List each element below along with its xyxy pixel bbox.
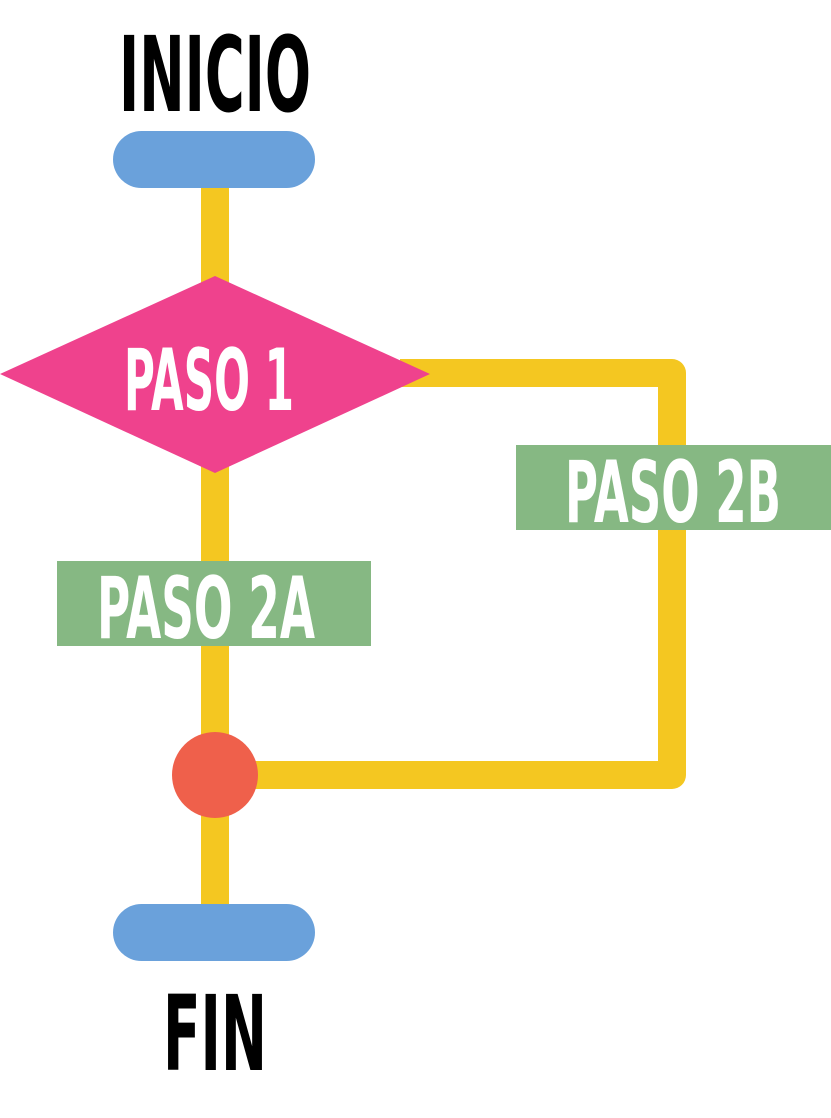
end-label: FIN <box>163 973 267 1095</box>
start-terminal <box>113 131 315 188</box>
start-label: INICIO <box>119 14 311 136</box>
step-2b-box <box>516 445 831 530</box>
connector-branch-b-loop <box>230 359 686 789</box>
decision-label: PASO 1 <box>124 331 294 431</box>
end-terminal <box>113 904 315 961</box>
step-2a-box <box>57 561 371 646</box>
step-2a-label: PASO 2A <box>97 559 315 659</box>
step-2b-label: PASO 2B <box>565 443 781 543</box>
junction-node <box>172 732 258 818</box>
decision-diamond <box>0 276 430 473</box>
connectors <box>201 180 686 915</box>
connector-start-to-decision <box>201 180 229 290</box>
